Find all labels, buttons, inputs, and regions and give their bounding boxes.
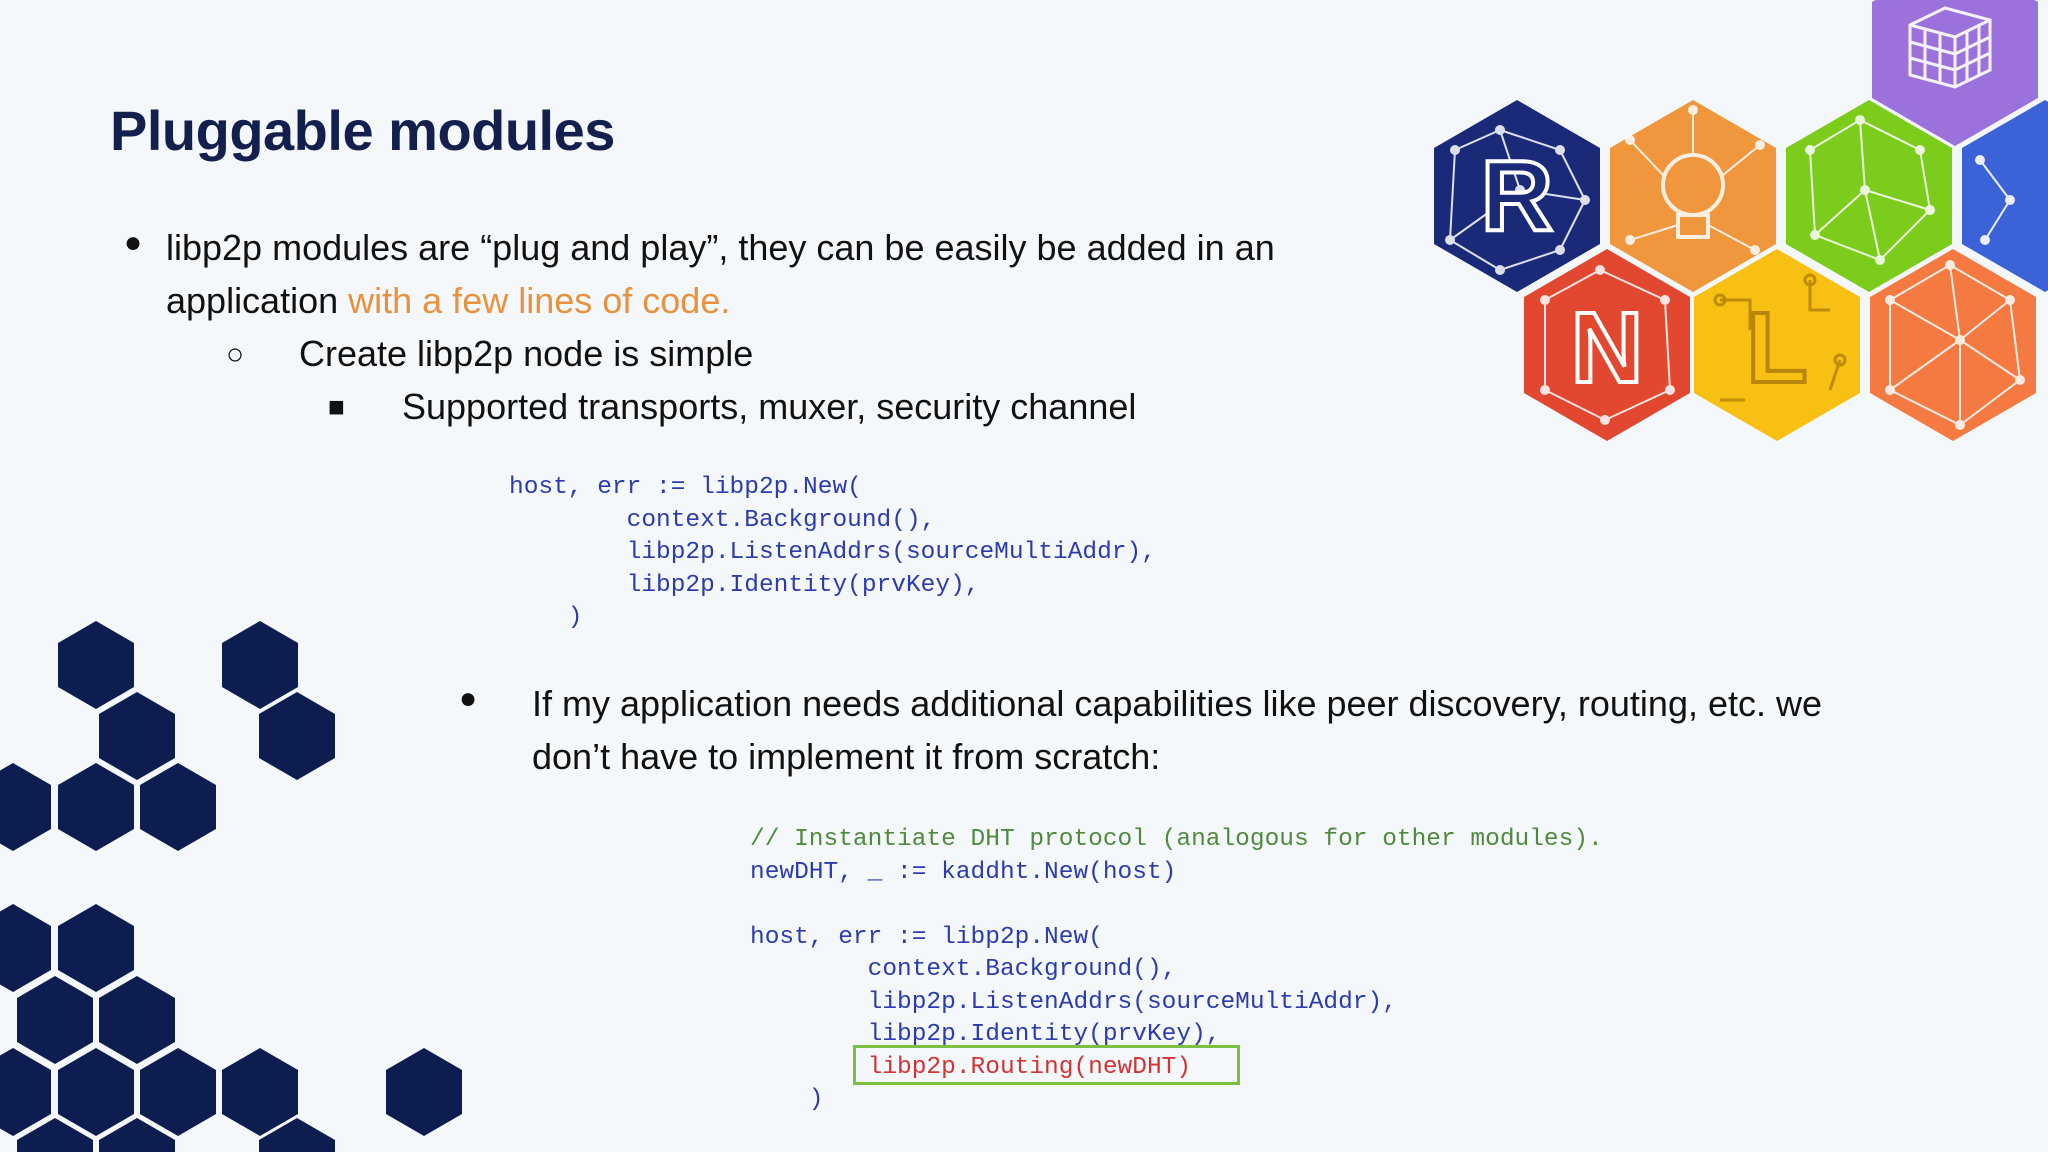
logo-letter-r: R xyxy=(1481,140,1553,252)
slide-title: Pluggable modules xyxy=(110,99,615,162)
sub-sub-bullet-text: Supported transports, muxer, security ch… xyxy=(402,386,1137,427)
sub-sub-bullet-square: ■ xyxy=(328,391,345,422)
bullet-1-highlight: with a few lines of code. xyxy=(348,280,731,321)
sub-bullet-circle: ○ xyxy=(226,338,245,371)
code-line: context.Background(), xyxy=(509,506,936,534)
code-line-routing: libp2p.Routing(newDHT) xyxy=(750,1053,1192,1081)
code-blank-line xyxy=(750,889,1603,922)
code-block-dht: // Instantiate DHT protocol (analogous f… xyxy=(750,824,1603,1117)
code-line: context.Background(), xyxy=(750,956,1177,983)
bullet-1-line-1: libp2p modules are “plug and play”, they… xyxy=(166,227,1275,268)
code-line: libp2p.ListenAddrs(sourceMultiAddr), xyxy=(750,988,1397,1016)
code-line: host, err := libp2p.New( xyxy=(509,474,862,501)
code-line: libp2p.Identity(prvKey), xyxy=(509,571,980,599)
lightbulb-network-hexagon xyxy=(1610,100,1776,292)
code-line: libp2p.Identity(prvKey), xyxy=(750,1021,1221,1048)
sub-bullet-text: Create libp2p node is simple xyxy=(299,333,754,374)
bullet-1-line-2: application with a few lines of code. xyxy=(166,274,730,327)
code-block-create-node: host, err := libp2p.New( context.Backgro… xyxy=(509,472,1156,635)
code-line: ) xyxy=(509,604,583,631)
triangle-mesh-hexagon xyxy=(1870,249,2036,441)
circuit-l-hexagon: L xyxy=(1694,249,1860,441)
code-line: host, err := libp2p.New( xyxy=(750,923,1103,951)
network-hexagon xyxy=(1786,100,1952,292)
code-line: newDHT, _ := kaddht.New(host) xyxy=(750,858,1177,886)
logo-letter-n: N xyxy=(1571,292,1643,404)
bullet-2-line-2: don’t have to implement it from scratch: xyxy=(532,736,1161,777)
logo-letter-l: L xyxy=(1746,292,1807,404)
network-hexagon xyxy=(1962,100,2048,292)
bullet-dot: ● xyxy=(124,226,143,259)
network-r-hexagon: R xyxy=(1434,100,1600,292)
bullet-1-prefix: application xyxy=(166,280,349,321)
network-n-hexagon: N xyxy=(1524,249,1690,441)
cube-grid-icon xyxy=(1872,0,2038,146)
bullet-dot: ● xyxy=(459,682,478,715)
code-line: libp2p.ListenAddrs(sourceMultiAddr), xyxy=(509,539,1156,566)
code-line: ) xyxy=(750,1086,824,1113)
routing-highlight-box xyxy=(853,1045,1240,1085)
code-comment: // Instantiate DHT protocol (analogous f… xyxy=(750,826,1603,853)
bullet-2-line-1: If my application needs additional capab… xyxy=(532,683,1823,724)
